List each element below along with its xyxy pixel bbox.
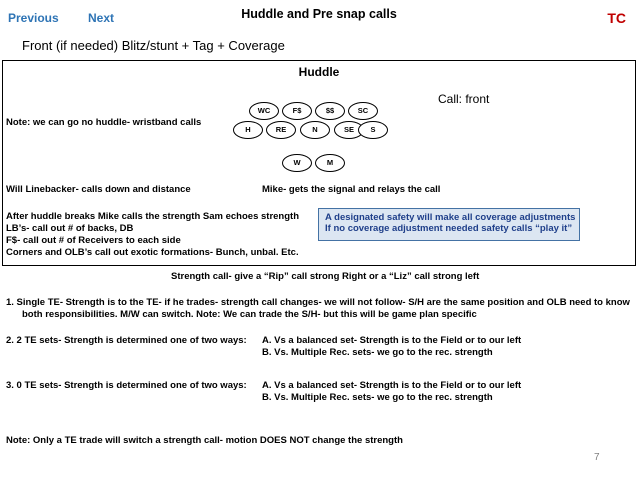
previous-link[interactable]: Previous (8, 11, 59, 25)
position-s: S (358, 121, 388, 139)
strength-call-text: Strength call- give a “Rip” call strong … (171, 271, 480, 282)
mike-text: Mike- gets the signal and relays the cal… (262, 184, 441, 195)
position-re: RE (266, 121, 296, 139)
position-h: H (233, 121, 263, 139)
next-link[interactable]: Next (88, 11, 115, 25)
tc-link[interactable]: TC (607, 10, 626, 26)
rule-2-option-b: B. Vs. Multiple Rec. sets- we go to the … (262, 347, 493, 358)
after-huddle-line-1: After huddle breaks Mike calls the stren… (6, 211, 299, 222)
position-strong-safety: $$ (315, 102, 345, 120)
huddle-heading: Huddle (298, 65, 340, 79)
will-linebacker-text: Will Linebacker- calls down and distance (6, 184, 191, 195)
subtitle: Front (if needed) Blitz/stunt + Tag + Co… (22, 38, 285, 53)
position-wc: WC (249, 102, 279, 120)
after-huddle-line-2: LB’s- call out # of backs, DB (6, 223, 134, 234)
no-huddle-note: Note: we can go no huddle- wristband cal… (6, 117, 202, 128)
rule-3-option-a: A. Vs a balanced set- Strength is to the… (262, 380, 522, 391)
rule-3-option-b: B. Vs. Multiple Rec. sets- we go to the … (262, 392, 493, 403)
position-free-safety: F$ (282, 102, 312, 120)
huddle-box (2, 60, 636, 266)
after-huddle-line-4: Corners and OLB’s call out exotic format… (6, 247, 299, 258)
rule-1-line-2: both responsibilities. M/W can switch. N… (22, 309, 477, 320)
position-m: M (315, 154, 345, 172)
footer-note: Note: Only a TE trade will switch a stre… (6, 435, 403, 446)
after-huddle-line-3: F$- call out # of Receivers to each side (6, 235, 181, 246)
safety-box-line-2: If no coverage adjustment needed safety … (325, 223, 573, 235)
rule-1-line-1: 1. Single TE- Strength is to the TE- if … (6, 297, 630, 308)
rule-2-label: 2. 2 TE sets- Strength is determined one… (6, 335, 247, 346)
call-front-label: Call: front (438, 92, 490, 106)
page-number: 7 (594, 452, 600, 463)
position-sc: SC (348, 102, 378, 120)
rule-2-option-a: A. Vs a balanced set- Strength is to the… (262, 335, 522, 346)
position-n: N (300, 121, 330, 139)
page-title: Huddle and Pre snap calls (241, 7, 397, 21)
position-w: W (282, 154, 312, 172)
safety-box-line-1: A designated safety will make all covera… (325, 212, 576, 223)
rule-3-label: 3. 0 TE sets- Strength is determined one… (6, 380, 247, 391)
safety-adjustment-box: A designated safety will make all covera… (318, 208, 580, 241)
